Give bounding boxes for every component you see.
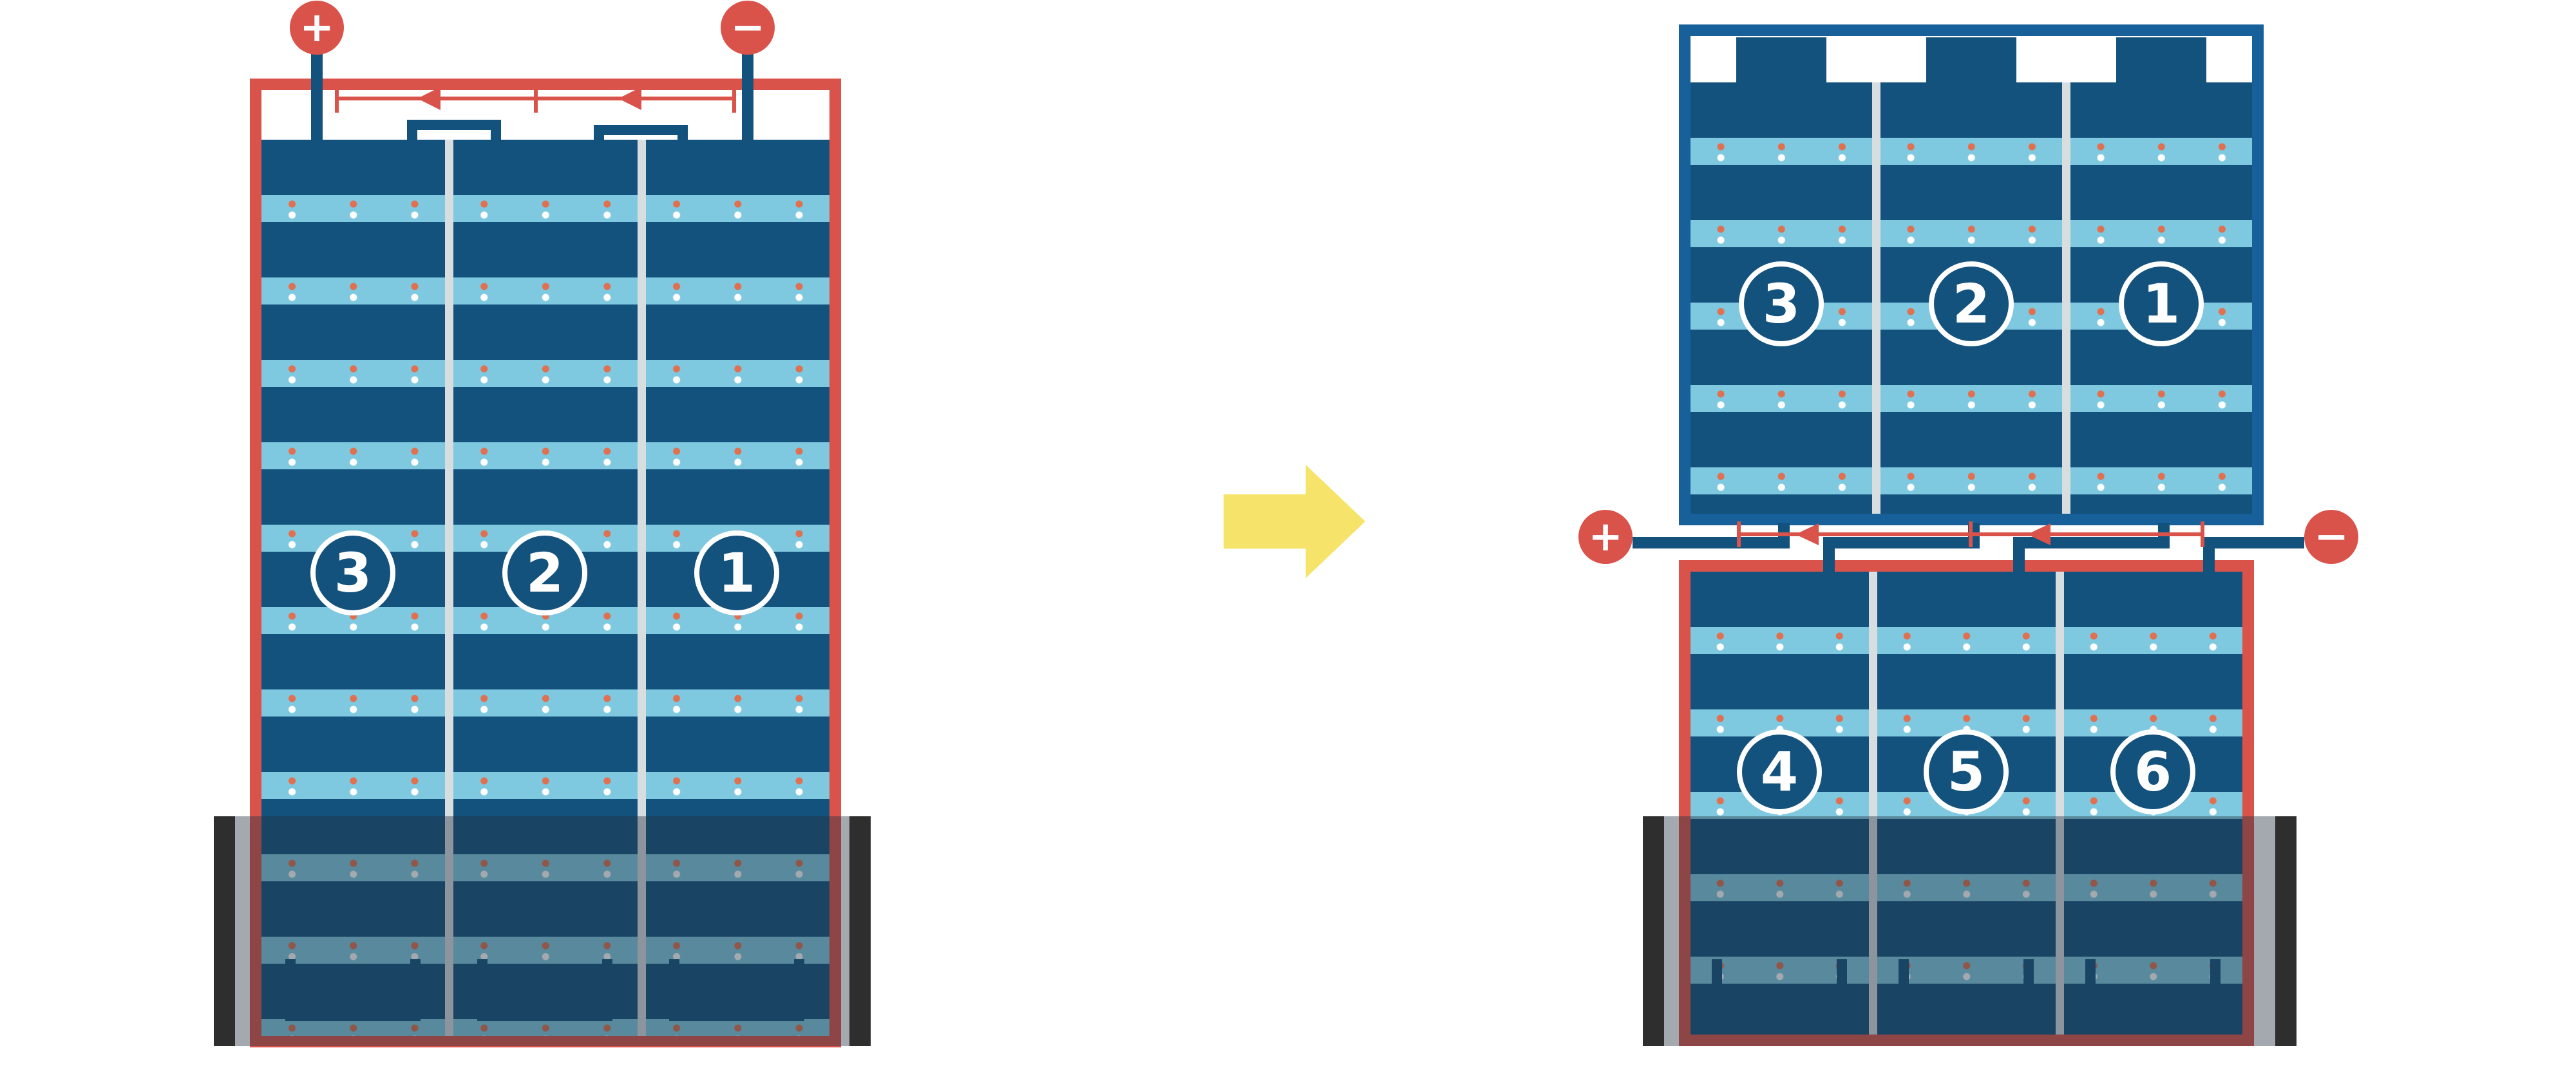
- module-badge: 2: [1929, 261, 2014, 346]
- current-arrowhead-icon: [1795, 523, 1819, 545]
- top-bus-tab: [1926, 37, 2016, 84]
- left-holder-bar: [214, 816, 235, 1046]
- right-holder-bar: [849, 816, 871, 1046]
- bottom-connector: [1899, 959, 2034, 1021]
- left-negative-terminal-icon: −: [721, 1, 775, 55]
- module-badge: 5: [1924, 729, 2009, 814]
- bottom-connector: [1712, 959, 1847, 1021]
- module-badge: 6: [2110, 729, 2195, 814]
- right-top-navy-frame: [1679, 24, 2264, 525]
- right-positive-terminal-icon: +: [1578, 510, 1633, 564]
- cell-column: [1690, 82, 1872, 514]
- top-bus-tab: [1736, 37, 1826, 84]
- left-red-frame: [250, 79, 841, 1047]
- left-positive-terminal-icon: +: [290, 1, 344, 55]
- bottom-connector: [2085, 959, 2221, 1021]
- left-holder-bar: [1643, 816, 1664, 1046]
- left-shaded-zone: [214, 816, 871, 1046]
- module-badge: 1: [2119, 261, 2204, 346]
- bottom-connector: [285, 959, 421, 1021]
- right-bottom-cell-stack: [1690, 572, 2242, 1035]
- bottom-connector: [669, 959, 804, 1021]
- positive-bus: [1633, 523, 1790, 548]
- right-holder-bar: [2275, 816, 2297, 1046]
- module-badge: 2: [502, 530, 587, 615]
- module-badge: 3: [1739, 261, 1824, 346]
- current-arrowhead-icon: [2027, 523, 2050, 545]
- right-negative-terminal-icon: −: [2304, 510, 2358, 564]
- module-badge: 4: [1737, 729, 1822, 814]
- module-badge: 3: [310, 530, 395, 615]
- flow-right-arrow-icon: [1224, 465, 1365, 578]
- right-shaded-zone: [1643, 816, 2297, 1046]
- top-bus-tab: [2116, 37, 2206, 84]
- module-badge: 1: [694, 530, 779, 615]
- bottom-connector: [477, 959, 612, 1021]
